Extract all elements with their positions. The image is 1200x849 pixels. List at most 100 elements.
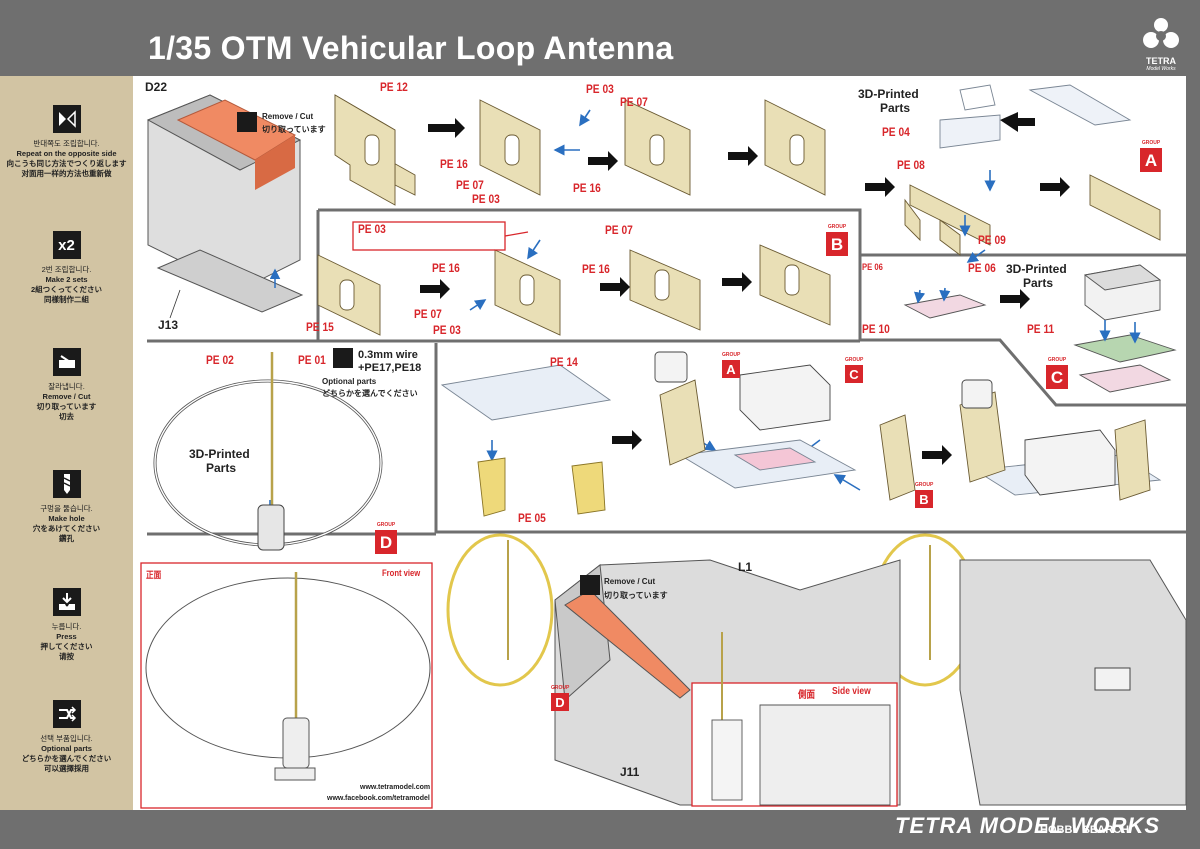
remove-cut-ja-2: 切り取っています <box>604 591 668 600</box>
part-label-d22: D22 <box>145 80 168 94</box>
pe-frame-parts <box>317 94 1161 336</box>
logo-text: TETRA <box>1146 56 1176 66</box>
group-caption: GROUP <box>1141 140 1161 146</box>
group-letter: A <box>1144 151 1158 170</box>
legend-zh: 鑽孔 <box>59 534 74 543</box>
remove-cut-ja: 切り取っています <box>262 125 326 134</box>
cut-icon <box>237 112 257 132</box>
pe11-label: PE 11 <box>1027 322 1055 336</box>
group-letter: A <box>726 362 736 377</box>
legend-ko: 반대쪽도 조립합니다. <box>33 139 100 148</box>
pe05-label: PE 05 <box>518 511 546 525</box>
facebook-url: www.facebook.com/tetramodel <box>327 795 430 802</box>
legend-en: Press <box>56 632 77 641</box>
legend-en: Optional parts <box>41 744 92 753</box>
pe15-label: PE 15 <box>306 320 334 334</box>
group-letter: B <box>919 492 929 507</box>
drill-icon <box>52 470 81 498</box>
right-border <box>1186 76 1200 811</box>
parts-label-2: Parts <box>1023 276 1054 290</box>
legend-ko: 2번 조립합니다. <box>41 265 92 274</box>
legend-zh: 对面用一样的方法也重新做 <box>21 169 112 178</box>
legend-zh: 可以選擇採用 <box>44 764 89 773</box>
printed-label-2: 3D-Printed <box>1006 262 1067 276</box>
legend-zh: 请按 <box>59 652 74 661</box>
pe14-label: PE 14 <box>550 355 578 369</box>
logo-mark-icon <box>1143 18 1179 48</box>
pe16-label-c: PE 16 <box>432 261 460 275</box>
legend-ko: 누릅니다. <box>51 622 82 631</box>
legend-zh: 切去 <box>59 412 74 421</box>
tray-parts <box>939 84 1132 149</box>
press-icon <box>52 588 81 616</box>
remove-cut-label: Remove / Cut <box>262 112 314 121</box>
pe01-label: PE 01 <box>298 353 326 367</box>
pe07-label-d: PE 07 <box>414 307 442 321</box>
pe03-label-c: PE 03 <box>358 222 386 236</box>
group-caption: GROUP <box>845 357 864 363</box>
pe07-label-b: PE 07 <box>456 178 484 192</box>
legend-en: Repeat on the opposite side <box>16 149 117 158</box>
group-caption: GROUP <box>915 482 934 488</box>
part-label-j13: J13 <box>158 318 179 332</box>
printed-label: 3D-Printed <box>858 87 919 101</box>
front-view-label: Front view <box>382 568 421 578</box>
group-badge-b-ref: GROUP B <box>915 482 933 508</box>
side-view-label: Side view <box>832 686 871 697</box>
group-letter: D <box>555 695 565 710</box>
legend-ja: 2組つくってください <box>30 285 103 294</box>
pe08-label: PE 08 <box>897 158 925 172</box>
pe04-label: PE 04 <box>882 125 910 139</box>
group-letter: D <box>379 533 393 552</box>
loop-antenna-assembly <box>153 352 383 551</box>
legend-item-x2: x2 2번 조립합니다. Make 2 sets 2組つくってください 同樣制作… <box>0 231 133 305</box>
optional-icon <box>52 700 81 728</box>
legend-zh: 同樣制作二組 <box>44 295 89 304</box>
legend-en: Remove / Cut <box>42 392 91 401</box>
side-frames <box>659 379 1151 501</box>
step-divider-lines <box>147 208 1186 536</box>
parts-label-3: Parts <box>206 461 237 475</box>
watermark: HOBBY SEARCH <box>1040 824 1130 836</box>
pe16-label-d: PE 16 <box>582 262 610 276</box>
legend-ja: どちらかを選んでください <box>21 754 112 763</box>
footer-bar <box>0 810 1200 849</box>
group-caption: GROUP <box>376 522 396 528</box>
legend-ja: 向こうも同じ方法でつくり返します <box>6 159 127 168</box>
pe09-label: PE 09 <box>978 233 1006 247</box>
pe02-label: PE 02 <box>206 353 234 367</box>
printed-label-3: 3D-Printed <box>189 447 250 461</box>
front-view-ko: 正面 <box>146 570 162 580</box>
legend-ko: 구멍을 뚫습니다. <box>40 504 93 513</box>
legend-ko: 잘라냅니다. <box>48 382 85 391</box>
callout-leader <box>504 231 529 237</box>
side-view-ko: 側面 <box>798 690 815 701</box>
legend-en: Make hole <box>48 514 85 523</box>
brand-logo: TETRA Model Works <box>1138 16 1184 72</box>
pe06-label: PE 06 <box>862 262 883 272</box>
group-caption: GROUP <box>722 352 741 358</box>
legend-item-drill: 구멍을 뚫습니다. Make hole 穴をあけてください 鑽孔 <box>0 470 133 544</box>
front-view-drawing <box>145 572 431 781</box>
legend-item-optional: 선택 부품입니다. Optional parts どちらかを選んでください 可以… <box>0 700 133 774</box>
pe16-label: PE 16 <box>440 157 468 171</box>
wire-parts-label: +PE17,PE18 <box>358 362 422 374</box>
optional-label: Optional parts <box>322 377 377 386</box>
group-letter: B <box>830 235 844 254</box>
group-badge-a-ref: GROUP A <box>722 352 740 378</box>
legend-en: Make 2 sets <box>45 275 88 284</box>
group-badge-a: GROUP A <box>1140 140 1162 172</box>
side-view-drawing <box>711 632 891 806</box>
remove-cut-label-2: Remove / Cut <box>604 577 656 586</box>
pe03-label-b: PE 03 <box>472 192 500 206</box>
pe07-label-c: PE 07 <box>605 223 633 237</box>
page-title: 1/35 OTM Vehicular Loop Antenna <box>148 30 674 66</box>
optional-icon <box>333 348 353 368</box>
group-badge-d: GROUP D <box>375 522 397 554</box>
pe16-label-b: PE 16 <box>573 181 601 195</box>
pe12-label: PE 12 <box>380 80 408 94</box>
